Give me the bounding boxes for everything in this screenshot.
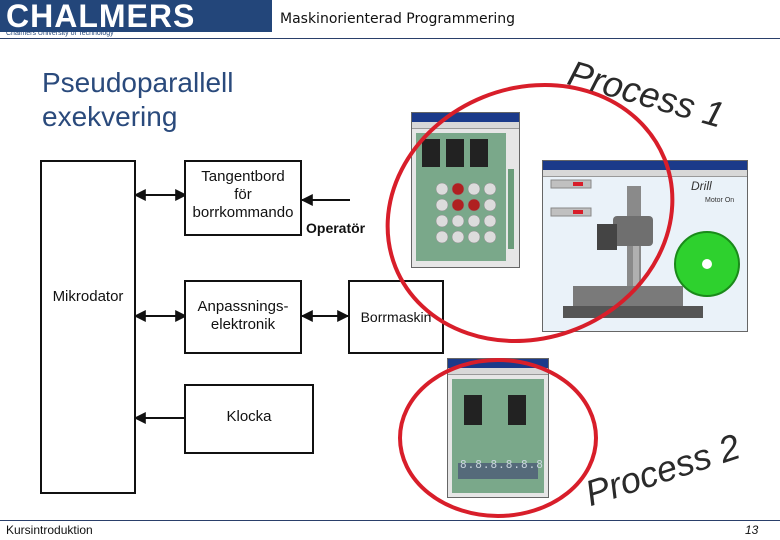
- drill-window-menu: [543, 170, 747, 177]
- slide-title-line1: Pseudoparallell: [42, 67, 234, 98]
- display-digits: 8.8.8.8.8.8: [460, 458, 544, 471]
- block-borrmaskin-label: Borrmaskin: [360, 309, 432, 325]
- chalmers-logo: CHALMERS Chalmers University of Technolo…: [0, 0, 272, 38]
- motor-label: Motor On: [705, 197, 735, 204]
- drill-illustration: [550, 179, 740, 318]
- keypad-panel: [416, 133, 514, 261]
- footer-course: Kursintroduktion: [6, 523, 93, 537]
- logo-bar: [0, 0, 272, 32]
- process1-ellipse: [385, 83, 675, 343]
- course-title: Maskinorienterad Programmering: [280, 11, 516, 27]
- block-klocka-label: Klocka: [226, 408, 272, 425]
- logo-text: CHALMERS: [6, 0, 196, 34]
- block-mikrodator-label: Mikrodator: [52, 288, 124, 305]
- drill-window: Drill Motor On: [542, 160, 748, 332]
- block-anpassning-line1: Anpassnings-: [197, 298, 289, 315]
- block-anpassning-line2: elektronik: [210, 316, 276, 333]
- slide-title: Pseudoparallell exekvering: [42, 66, 233, 134]
- slide-title-line2: exekvering: [42, 101, 178, 132]
- display-window: 8.8.8.8.8.8: [447, 358, 549, 498]
- block-tangentbord-line1: Tangentbord: [201, 168, 285, 185]
- logo-subtitle: Chalmers University of Technology: [6, 30, 114, 37]
- block-anpassning: Anpassnings- elektronik: [184, 280, 302, 354]
- keyboard-window-titlebar: [412, 113, 519, 122]
- drill-label: Drill: [691, 179, 712, 193]
- display-panel: [452, 379, 544, 493]
- keyboard-window-menu: [412, 122, 519, 129]
- block-mikrodator: Mikrodator: [40, 160, 136, 494]
- display-window-menu: [448, 368, 548, 375]
- footer-divider: [0, 520, 780, 521]
- operator-label: Operatör: [306, 220, 366, 236]
- block-tangentbord-line2: för: [234, 186, 252, 203]
- block-borrmaskin: Borrmaskin: [348, 280, 444, 354]
- drill-window-titlebar: [543, 161, 747, 170]
- block-tangentbord-line3: borrkommando: [192, 204, 294, 221]
- display-window-titlebar: [448, 359, 548, 368]
- header-divider: [0, 38, 780, 39]
- process2-ellipse: [398, 358, 598, 518]
- block-klocka: Klocka: [184, 384, 314, 454]
- block-tangentbord: Tangentbord för borrkommando: [184, 160, 302, 236]
- page-number: 13: [745, 523, 759, 537]
- keyboard-window: [411, 112, 520, 268]
